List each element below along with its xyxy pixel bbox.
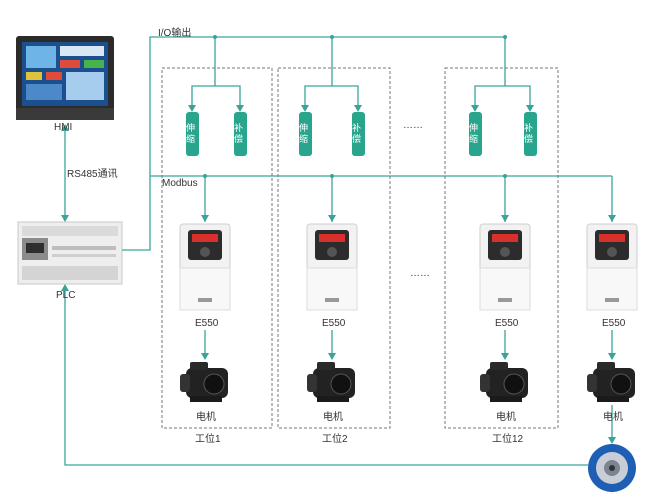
connection-markers (61, 35, 616, 444)
motor1-label: 电机 (196, 412, 216, 423)
station1-extend-button[interactable]: 伸缩 (186, 112, 199, 156)
motor12-label: 电机 (496, 412, 516, 423)
station1-extend-label: 伸缩 (186, 123, 196, 144)
station12-comp-label: 补偿 (524, 123, 534, 144)
station12-comp-button[interactable]: 补偿 (524, 112, 537, 156)
encoder (588, 444, 636, 492)
io-output-label: I/O输出 (158, 28, 192, 39)
drive12-label: E550 (495, 318, 519, 329)
drive2-label: E550 (322, 318, 346, 329)
hmi-label: HMI (54, 122, 73, 133)
station1-comp-button[interactable]: 补偿 (234, 112, 247, 156)
station2-comp-button[interactable]: 补偿 (352, 112, 365, 156)
station1-comp-label: 补偿 (234, 123, 244, 144)
station-boxes (161, 67, 559, 429)
motor-extra-label: 电机 (603, 412, 623, 423)
station2-comp-label: 补偿 (352, 123, 362, 144)
station2-extend-button[interactable]: 伸缩 (299, 112, 312, 156)
station12-extend-button[interactable]: 伸缩 (469, 112, 482, 156)
station12-label: 工位12 (492, 434, 524, 445)
station2-extend-label: 伸缩 (299, 123, 309, 144)
ellipsis-top: …… (403, 120, 423, 131)
station2-label: 工位2 (322, 434, 348, 445)
motors (180, 362, 635, 402)
hmi-monitor (16, 36, 114, 120)
wiring (64, 36, 613, 466)
motor2-label: 电机 (323, 412, 343, 423)
station1-label: 工位1 (195, 434, 221, 445)
drives (179, 223, 638, 311)
rs485-label: RS485通讯 (67, 169, 118, 180)
drive1-label: E550 (195, 318, 219, 329)
plc-label: PLC (56, 290, 76, 301)
ellipsis-bottom: …… (410, 268, 430, 279)
drive-extra-label: E550 (602, 318, 626, 329)
plc-device (17, 221, 123, 285)
modbus-label: Modbus (162, 178, 198, 189)
station12-extend-label: 伸缩 (469, 123, 479, 144)
